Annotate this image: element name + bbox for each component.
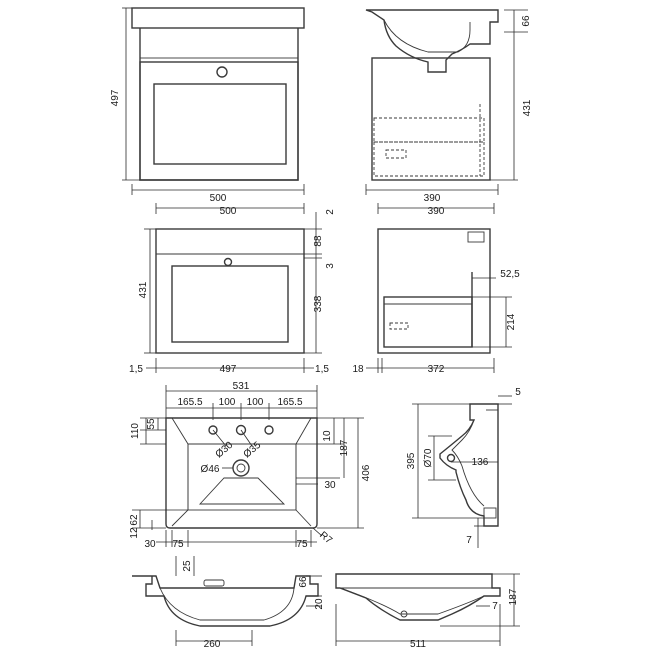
- waste-outlet: [232, 459, 250, 477]
- side-bracket: [467, 231, 485, 243]
- basin-section-profile: [439, 403, 499, 527]
- dim-hole-35: Ø35: [242, 440, 264, 461]
- dim-section-top: 5: [515, 387, 521, 398]
- dim-side-length: 511: [410, 639, 426, 650]
- basin-side-profile: [365, 9, 499, 73]
- dim-tap-mid2: 100: [247, 397, 264, 408]
- tap-hole-centre: [235, 424, 247, 436]
- dim-tap-left: 165.5: [177, 397, 202, 408]
- dim-front-offset: 25: [182, 560, 193, 572]
- drawer-outline: [373, 117, 485, 143]
- basin-side-view: 187 7 511: [335, 573, 520, 650]
- dim-side-base-depth: 372: [428, 364, 445, 375]
- door-inset: [153, 83, 287, 165]
- overflow-hole: [446, 453, 456, 463]
- dim-side-drawer-height: 214: [506, 313, 517, 330]
- basin-bowl-plan: [187, 443, 297, 511]
- side-cabinet-body: [377, 228, 491, 354]
- dim-basin-width: 531: [233, 381, 250, 392]
- dim-side-depth: 390: [424, 193, 441, 204]
- dim-cabinet-gap: 3: [325, 263, 336, 269]
- basin-top: [131, 7, 305, 29]
- dim-assembly-width: 500: [210, 193, 227, 204]
- dim-side-height: 431: [522, 99, 533, 116]
- dim-hole-30: Ø30: [214, 440, 236, 461]
- dim-basin-187: 187: [339, 439, 350, 456]
- tap-hole-left: [208, 425, 218, 435]
- dim-cabinet-height: 431: [138, 281, 149, 298]
- side-drawer-handle: [389, 322, 409, 330]
- door-handle: [216, 66, 228, 78]
- door-panel: [139, 61, 299, 181]
- dim-assembly-height: 497: [110, 89, 121, 106]
- dim-section-base: 7: [466, 535, 472, 546]
- dim-front-top: 66: [298, 576, 309, 588]
- dim-basin-75-left: 75: [172, 539, 184, 550]
- dim-cabinet-width-top: 500: [220, 206, 237, 217]
- cabinet-side: [371, 57, 491, 181]
- basin-front-overflow: [203, 579, 225, 587]
- dim-basin-radius: R7: [317, 530, 334, 547]
- dim-basin-10: 10: [322, 430, 333, 442]
- cabinet-body: [139, 28, 299, 181]
- dim-basin-110: 110: [130, 423, 141, 439]
- basin-plan-view: 531 165.5 100 100 165.5 Ø30 Ø35 Ø46: [129, 381, 372, 550]
- side-cabinet-view: 390 52,5 214 18 372: [352, 203, 520, 375]
- dim-cabinet-door: 338: [313, 295, 324, 312]
- dim-waste-46: Ø46: [201, 464, 220, 475]
- drawer-handle: [385, 149, 407, 159]
- dim-tap-right: 165.5: [277, 397, 302, 408]
- side-drawer: [383, 296, 473, 348]
- dim-cabinet-side-left: 1,5: [129, 364, 143, 375]
- dim-basin-30-right: 30: [324, 480, 336, 491]
- dim-cabinet-top-gap: 2: [325, 209, 336, 215]
- dim-cabinet-width-bottom: 497: [220, 364, 237, 375]
- dim-front-rim: 20: [314, 598, 325, 610]
- side-assembly-view: 66 431 390: [365, 9, 533, 204]
- basin-bowl-floor: [198, 477, 286, 505]
- dim-side-shelf-offset: 52,5: [500, 269, 520, 280]
- dim-cabinet-side-right: 1,5: [315, 364, 329, 375]
- dim-basin-12: 12: [129, 527, 140, 539]
- dim-side-top: 66: [521, 15, 532, 27]
- dim-basin-62: 62: [129, 514, 140, 526]
- dim-basin-30-bottom: 30: [144, 539, 156, 550]
- cabinet-handle: [223, 257, 233, 267]
- dim-basin-75-right: 75: [296, 539, 308, 550]
- dim-cabinet-rail: 88: [313, 235, 324, 247]
- tap-hole-right: [264, 425, 274, 435]
- dim-section-height: 395: [406, 452, 417, 469]
- front-assembly-view: 497 500: [110, 7, 305, 204]
- front-cabinet-view: 500 431 2 88 3 338 1,5 497 1,5: [129, 203, 336, 375]
- dim-section-overflow: Ø70: [423, 448, 434, 467]
- dim-basin-406: 406: [361, 464, 372, 481]
- drawer-lower: [373, 141, 485, 177]
- dim-side-height: 187: [508, 588, 519, 605]
- dim-basin-55: 55: [146, 418, 157, 430]
- basin-section-view: 5 395 Ø70 136 7: [406, 387, 521, 548]
- cabinet-front: [155, 228, 305, 354]
- basin-front-view: 25 260 66 20: [132, 556, 325, 650]
- basin-side-outline: [335, 573, 501, 621]
- dim-section-reach: 136: [472, 457, 489, 468]
- dim-tap-mid1: 100: [219, 397, 236, 408]
- dim-side-back: 18: [352, 364, 364, 375]
- dim-side-cabinet-depth: 390: [428, 206, 445, 217]
- cabinet-door-inset: [171, 265, 289, 343]
- basin-bowl: [383, 19, 471, 53]
- dim-front-width: 260: [204, 639, 221, 650]
- dim-side-lip: 7: [492, 601, 498, 612]
